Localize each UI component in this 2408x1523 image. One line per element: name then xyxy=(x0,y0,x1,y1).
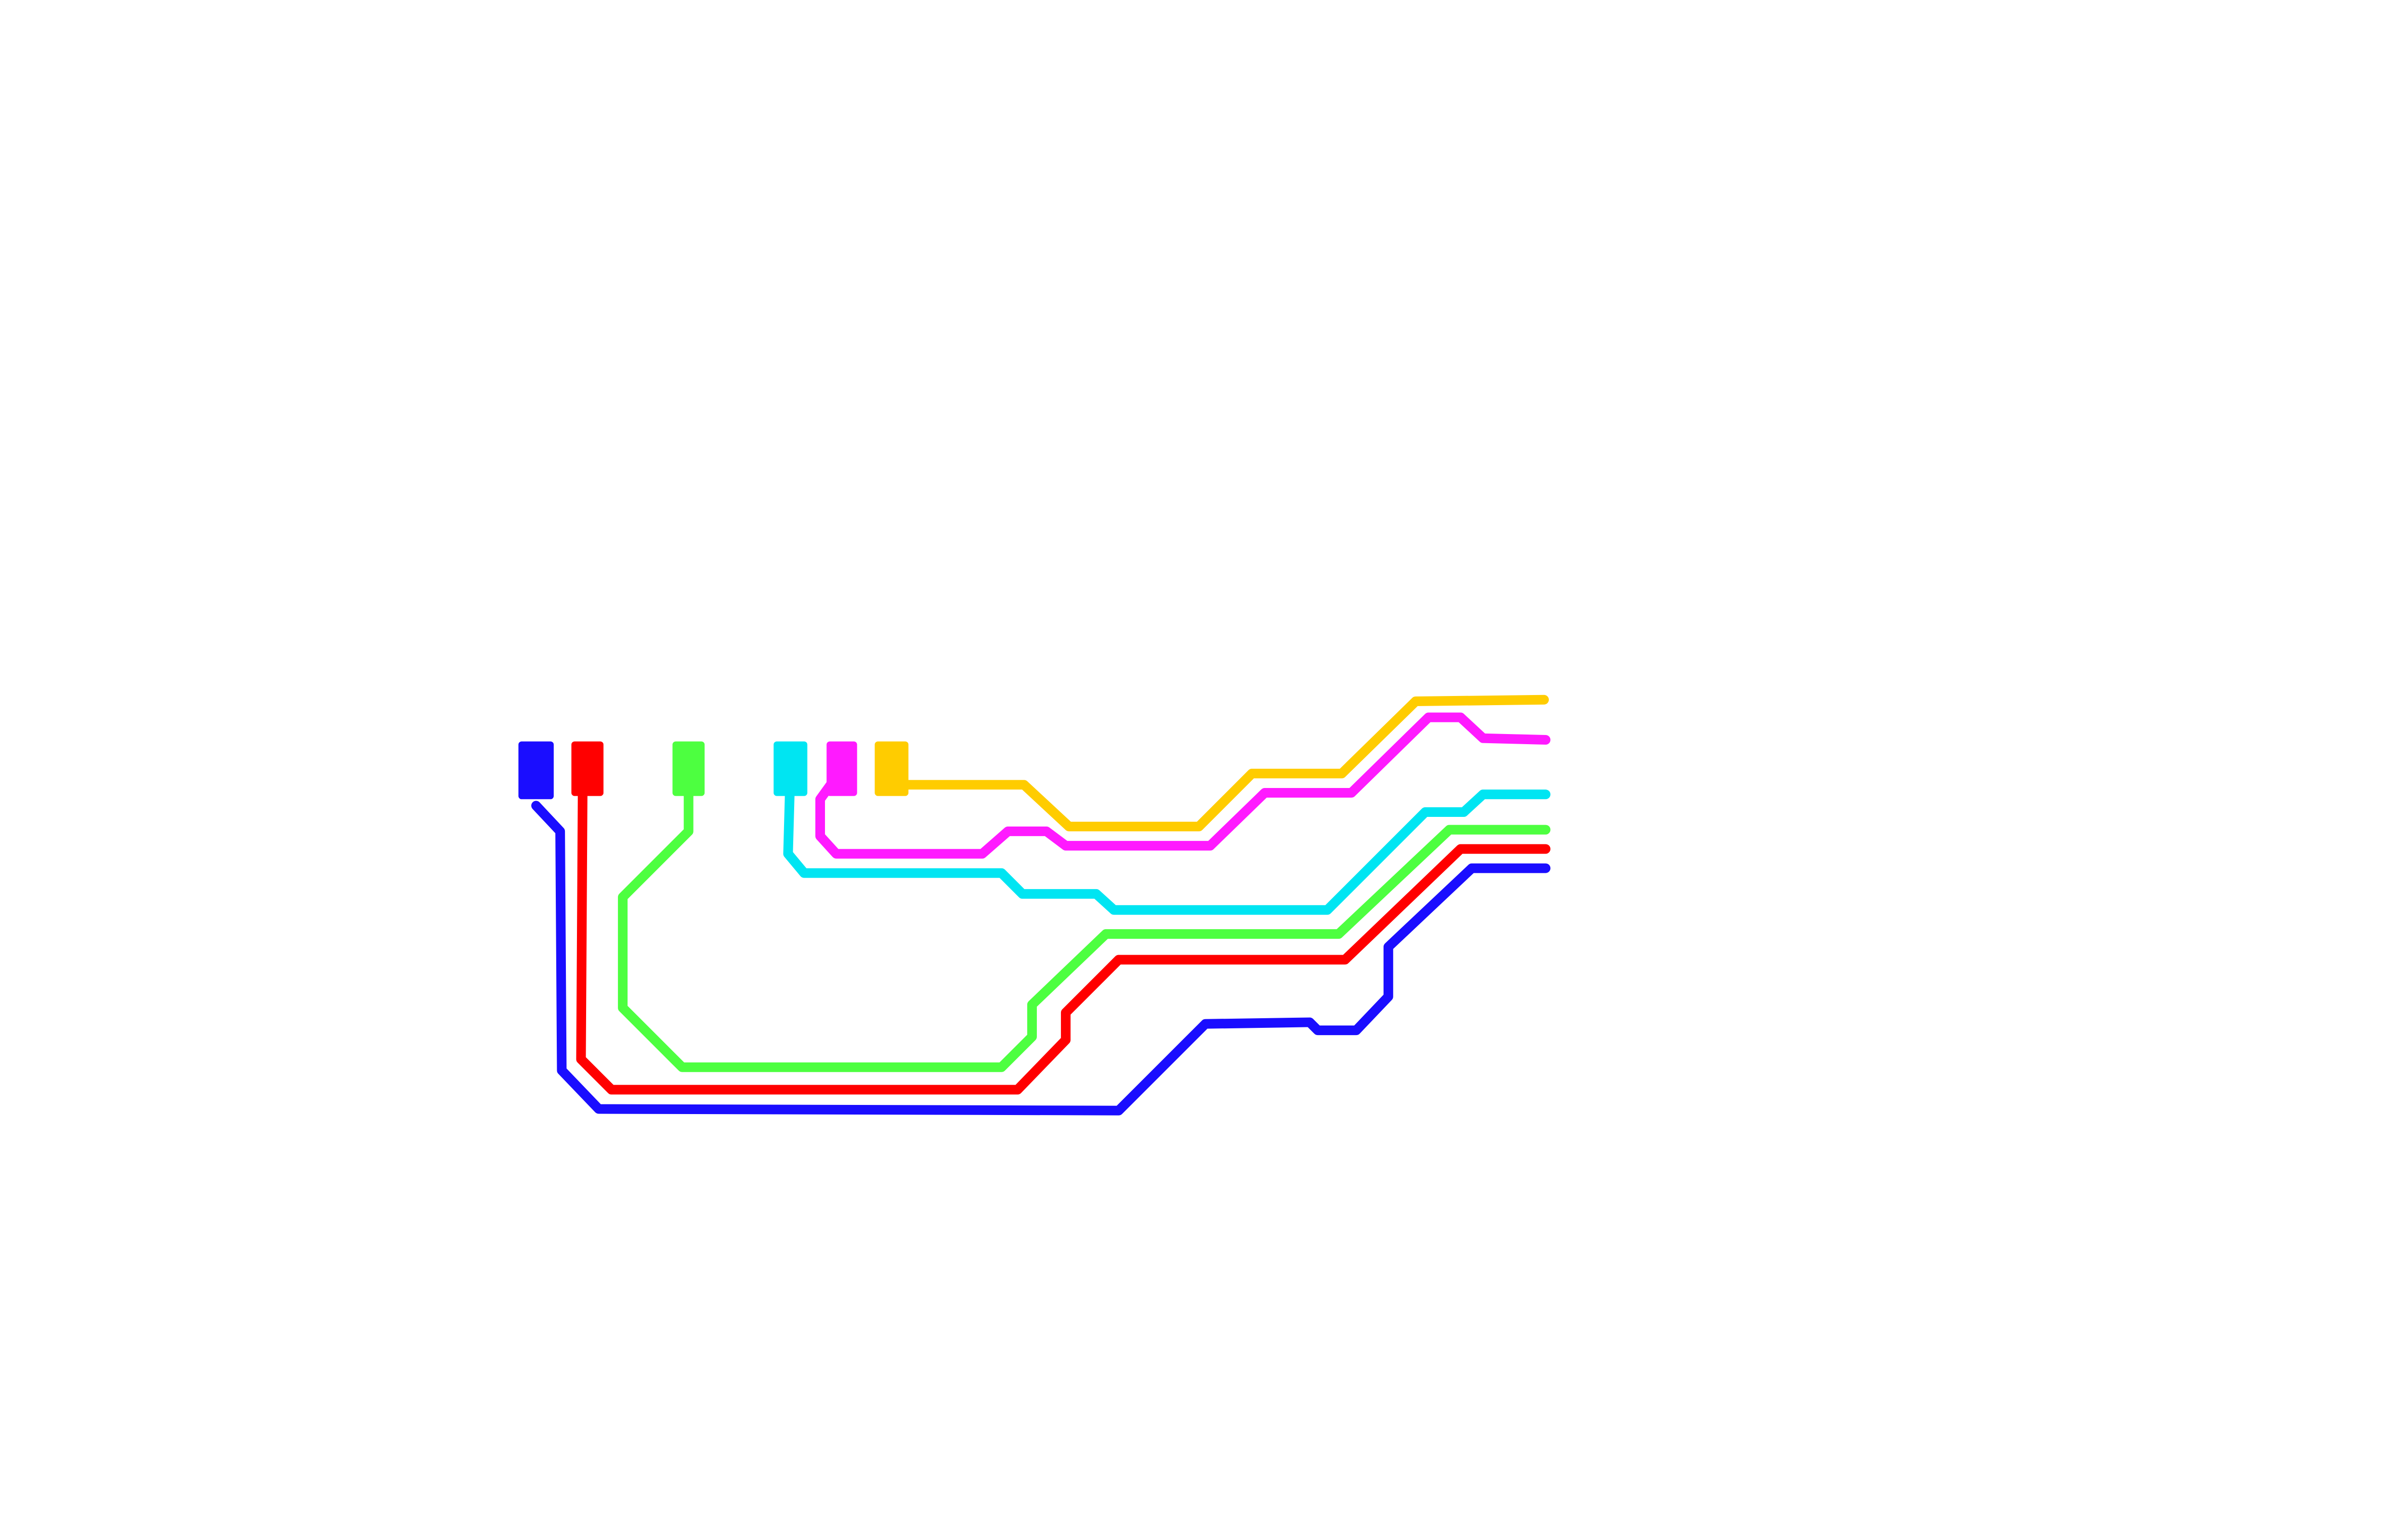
trace-red xyxy=(576,791,1551,1095)
trace-cyan xyxy=(783,789,1551,915)
trace-magenta xyxy=(815,712,1551,859)
traces-layer xyxy=(531,695,1551,1116)
pad-green xyxy=(672,741,705,796)
trace-green xyxy=(618,791,1551,1072)
pad-magenta xyxy=(826,741,857,796)
pad-blue xyxy=(518,741,554,800)
pads-layer xyxy=(518,741,909,800)
pad-cyan xyxy=(773,741,808,796)
trace-blue xyxy=(531,801,1551,1116)
pad-yellow xyxy=(875,741,909,796)
trace-yellow xyxy=(887,695,1549,831)
pad-red xyxy=(571,741,604,796)
